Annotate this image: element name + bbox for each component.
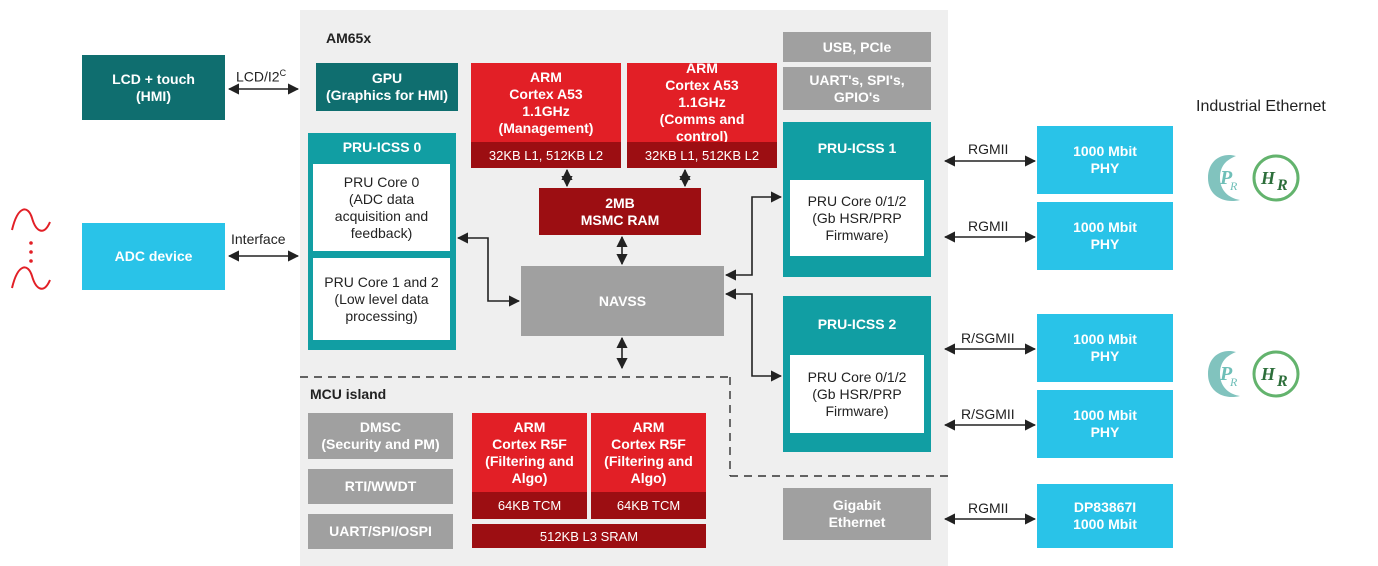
navss-pru2-arrow	[724, 288, 783, 382]
dp83867i-box: DP83867I 1000 Mbit	[1037, 484, 1173, 548]
mcu-island-boundary	[300, 376, 948, 477]
hsr-logo-1: H R	[1252, 154, 1300, 202]
gpu-box: GPU (Graphics for HMI)	[316, 63, 458, 111]
prp-logo-1: P R	[1208, 154, 1240, 202]
pru-icss-2-title: PRU-ICSS 2	[817, 315, 897, 332]
adc-link-label: Interface	[231, 231, 286, 247]
r5f-1-box: ARM Cortex R5F (Filtering and Algo)	[472, 413, 587, 492]
r5f-2-tcm: 64KB TCM	[591, 492, 706, 519]
pru1-core-box: PRU Core 0/1/2 (Gb HSR/PRP Firmware)	[790, 180, 924, 256]
mcu-island-label: MCU island	[310, 386, 387, 402]
lcd-link-text: LCD/I2	[236, 68, 280, 85]
pru0-navss-arrow	[456, 232, 521, 307]
a53-comms-cache: 32KB L1, 512KB L2	[627, 142, 777, 168]
svg-text:R: R	[1276, 373, 1288, 390]
link-label-rsgmii-1: R/SGMII	[961, 330, 1015, 346]
lcd-link-sup: C	[279, 68, 287, 78]
svg-text:P: P	[1219, 363, 1233, 385]
uart-spi-gpio-box: UART's, SPI's, GPIO's	[783, 67, 931, 110]
msmc-ram-box: 2MB MSMC RAM	[539, 188, 701, 235]
lcd-touch-box: LCD + touch (HMI)	[82, 55, 225, 120]
pru0-core0-box: PRU Core 0 (ADC data acquisition and fee…	[313, 164, 450, 251]
phy-3-box: 1000 Mbit PHY	[1037, 314, 1173, 382]
lcd-link-label: LCD/I2C	[236, 68, 286, 85]
svg-text:R: R	[1229, 375, 1238, 389]
svg-text:H: H	[1260, 168, 1276, 188]
adc-device-box: ADC device	[82, 223, 225, 290]
svg-text:R: R	[1276, 177, 1288, 194]
svg-text:P: P	[1219, 167, 1233, 189]
phy-1-box: 1000 Mbit PHY	[1037, 126, 1173, 194]
link-label-rgmii-2: RGMII	[968, 218, 1009, 234]
pru0-core12-box: PRU Core 1 and 2 (Low level data process…	[313, 258, 450, 340]
phy-4-box: 1000 Mbit PHY	[1037, 390, 1173, 458]
soc-label: AM65x	[326, 30, 372, 46]
a53-comms-box: ARM Cortex A53 1.1GHz (Comms and control…	[627, 60, 777, 144]
analog-signal-icon	[11, 208, 51, 290]
rti-wwdt-box: RTI/WWDT	[308, 469, 453, 504]
svg-text:R: R	[1229, 179, 1238, 193]
prp-logo-2: P R	[1208, 350, 1240, 398]
link-label-rgmii-1: RGMII	[968, 141, 1009, 157]
industrial-ethernet-label: Industrial Ethernet	[1196, 98, 1326, 115]
navss-box: NAVSS	[521, 266, 724, 336]
a53-management-box: ARM Cortex A53 1.1GHz (Management)	[471, 63, 621, 142]
svg-text:H: H	[1260, 364, 1276, 384]
hsr-logo-2: H R	[1252, 350, 1300, 398]
link-label-rgmii-3: RGMII	[968, 500, 1009, 516]
uart-spi-ospi-box: UART/SPI/OSPI	[308, 514, 453, 549]
pru-icss-1-title: PRU-ICSS 1	[817, 139, 897, 156]
a53-management-cache: 32KB L1, 512KB L2	[471, 142, 621, 168]
dmsc-box: DMSC (Security and PM)	[308, 413, 453, 459]
usb-pcie-box: USB, PCIe	[783, 32, 931, 62]
r5f-2-box: ARM Cortex R5F (Filtering and Algo)	[591, 413, 706, 492]
gigabit-ethernet-box: Gigabit Ethernet	[783, 488, 931, 540]
r5f-1-tcm: 64KB TCM	[472, 492, 587, 519]
navss-pru1-arrow	[724, 191, 783, 281]
link-label-rsgmii-2: R/SGMII	[961, 406, 1015, 422]
pru2-core-box: PRU Core 0/1/2 (Gb HSR/PRP Firmware)	[790, 355, 924, 433]
l3-sram-box: 512KB L3 SRAM	[472, 524, 706, 548]
phy-2-box: 1000 Mbit PHY	[1037, 202, 1173, 270]
pru-icss-0-title: PRU-ICSS 0	[342, 138, 422, 155]
